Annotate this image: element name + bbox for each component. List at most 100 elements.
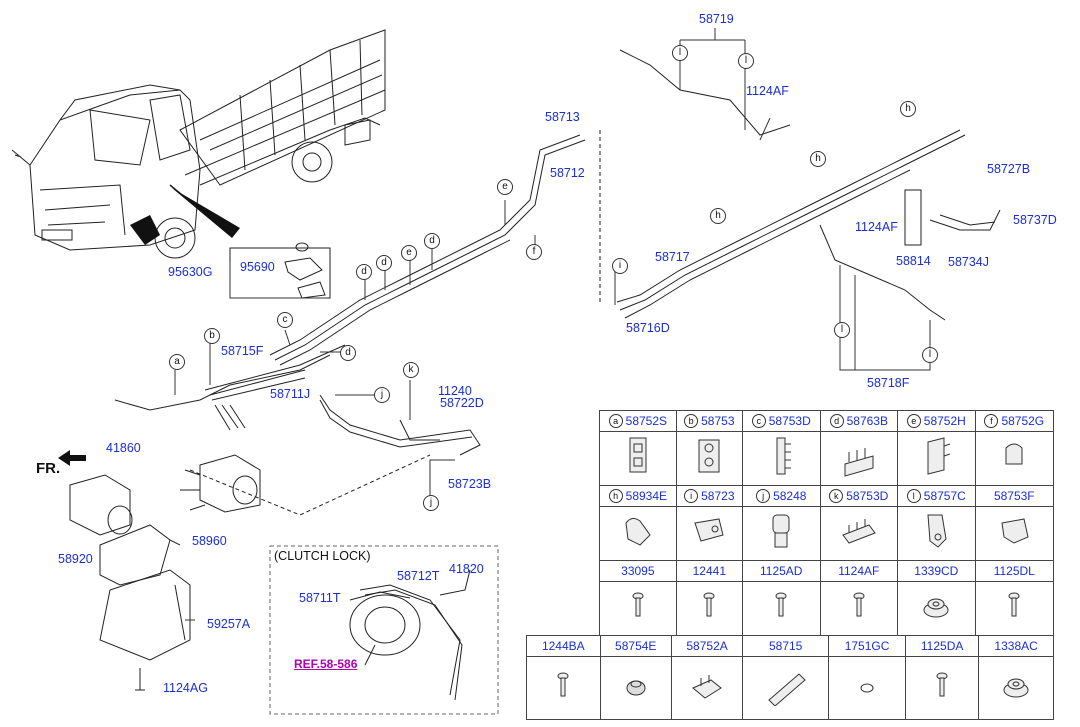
part-header-1339cd: 1339CD bbox=[897, 560, 976, 582]
part-header-58753f: 58753F bbox=[974, 485, 1055, 507]
callout-j: j bbox=[423, 495, 439, 511]
callout-l: l bbox=[922, 347, 938, 363]
part-label-58920: 58920 bbox=[58, 552, 93, 566]
clip-icon bbox=[974, 506, 1055, 561]
clip-icon bbox=[741, 431, 821, 486]
part-label-58712: 58712 bbox=[550, 166, 585, 180]
callout-j: j bbox=[374, 387, 390, 403]
part-label-58712t: 58712T bbox=[397, 569, 440, 583]
callout-a: a bbox=[169, 354, 185, 370]
callout-l: l bbox=[834, 322, 850, 338]
callout-h: h bbox=[900, 101, 916, 117]
clip-icon bbox=[897, 506, 976, 561]
part-label-58716d: 58716D bbox=[626, 321, 670, 335]
callout-d: d bbox=[340, 345, 356, 361]
part-label-41860: 41860 bbox=[106, 441, 141, 455]
bolt-icon bbox=[675, 581, 743, 636]
callout-l: l bbox=[738, 53, 754, 69]
front-direction-marker: FR. bbox=[36, 460, 61, 477]
callout-e: e bbox=[401, 245, 417, 261]
callout-d: d bbox=[424, 233, 440, 249]
callout-h: h bbox=[710, 208, 726, 224]
clip-icon bbox=[819, 506, 899, 561]
parts-table-row-3-header: 33095 12441 1125AD 1124AF 1339CD 1125DL bbox=[599, 560, 1055, 582]
part-header-58715: 58715 bbox=[742, 635, 830, 657]
callout-e: e bbox=[497, 179, 513, 195]
clutch-lock-title: (CLUTCH LOCK) bbox=[274, 549, 371, 563]
nut-icon bbox=[897, 581, 976, 636]
leader-lines bbox=[169, 28, 931, 621]
clip-icon bbox=[819, 431, 899, 486]
callout-b: b bbox=[204, 328, 220, 344]
truck-illustration bbox=[11, 29, 386, 259]
callout-h: h bbox=[810, 151, 826, 167]
cap-icon bbox=[741, 506, 821, 561]
nut-icon bbox=[978, 656, 1054, 720]
part-label-58737d: 58737D bbox=[1013, 213, 1057, 227]
parts-table-bottom: 1244BA 58754E 58752A 58715 1751GC 1125DA… bbox=[526, 635, 1054, 720]
abs-module-illustration bbox=[69, 454, 431, 691]
part-header-58752a: 58752A bbox=[670, 635, 744, 657]
part-label-58814: 58814 bbox=[896, 254, 931, 268]
part-header-1751gc: 1751GC bbox=[828, 635, 907, 657]
clip-icon bbox=[974, 431, 1055, 486]
part-label-58734j: 58734J bbox=[948, 255, 990, 269]
callout-d: d bbox=[376, 255, 392, 271]
part-header-1125dl: 1125DL bbox=[974, 560, 1055, 582]
clip-icon bbox=[675, 431, 743, 486]
part-label-11240: 11240 bbox=[438, 384, 472, 398]
front-arrow-icon bbox=[58, 450, 86, 466]
callout-l: l bbox=[672, 45, 688, 61]
part-label-1124af-upper: 1124AF bbox=[746, 84, 789, 98]
part-label-95630g: 95630G bbox=[168, 265, 213, 279]
clip-icon bbox=[599, 431, 677, 486]
clutch-master-illustration bbox=[349, 569, 471, 701]
parts-table-row-3-images bbox=[599, 581, 1055, 636]
parts-table-row-4-header: 1244BA 58754E 58752A 58715 1751GC 1125DA… bbox=[526, 635, 1054, 657]
part-header-1338ac: 1338AC bbox=[978, 635, 1054, 657]
part-header-12441: 12441 bbox=[675, 560, 743, 582]
clip-icon bbox=[599, 506, 677, 561]
part-label-59257a: 59257A bbox=[207, 617, 251, 631]
clip-icon bbox=[675, 506, 743, 561]
part-label-41820: 41820 bbox=[449, 562, 484, 576]
part-label-58711t: 58711T bbox=[299, 591, 341, 605]
part-label-58718f: 58718F bbox=[867, 376, 910, 390]
part-header-33095: 33095 bbox=[599, 560, 677, 582]
bolt-icon bbox=[741, 581, 821, 636]
part-header-1125da: 1125DA bbox=[905, 635, 980, 657]
reference-link[interactable]: REF.58-586 bbox=[294, 657, 358, 671]
part-label-58722d: 58722D bbox=[440, 396, 484, 410]
part-label-58713: 58713 bbox=[545, 110, 580, 124]
callout-k: k bbox=[403, 362, 419, 378]
tube-icon bbox=[742, 656, 830, 720]
bolt-icon bbox=[905, 656, 980, 720]
bolt-icon bbox=[974, 581, 1055, 636]
part-header-1244ba: 1244BA bbox=[526, 635, 601, 657]
tube-bundle-main bbox=[114, 134, 586, 456]
part-label-58719: 58719 bbox=[699, 12, 734, 26]
callout-i: i bbox=[612, 258, 628, 274]
clip-icon bbox=[897, 431, 976, 486]
clutch-lock-box bbox=[269, 545, 499, 715]
part-label-1124ag: 1124AG bbox=[163, 681, 208, 695]
bolt-icon bbox=[526, 656, 601, 720]
part-label-95690: 95690 bbox=[240, 260, 275, 274]
ring-icon bbox=[828, 656, 907, 720]
part-label-58715f: 58715F bbox=[221, 344, 264, 358]
